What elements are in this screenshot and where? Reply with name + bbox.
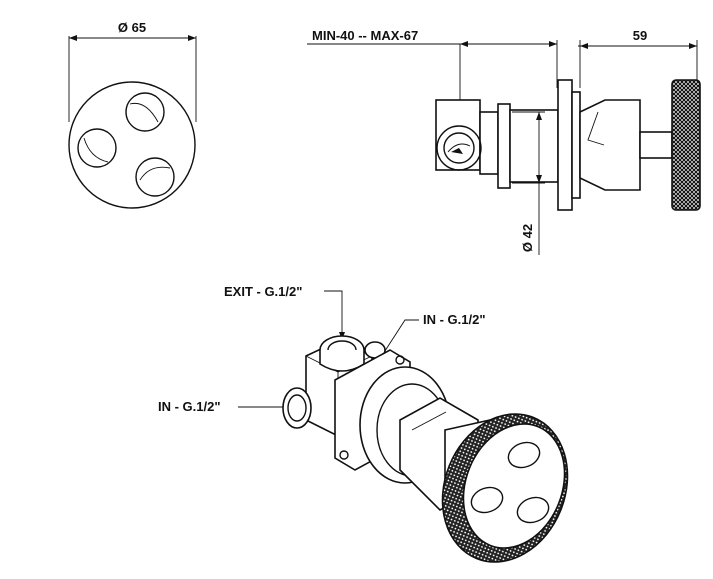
isometric-view: EXIT - G.1/2" IN - G.1/2" IN - G.1/2" [158,284,569,563]
handle-front-circle [68,81,196,209]
in-port-left-label: IN - G.1/2" [158,399,221,414]
in-port-right-label: IN - G.1/2" [423,312,486,327]
side-view: MIN-40 -- MAX-67 59 Ø 42 [307,28,701,255]
diameter-42-label: Ø 42 [520,224,535,252]
knurled-knob-side [671,79,701,211]
handle-holes [77,92,175,197]
exit-port-label: EXIT - G.1/2" [224,284,302,299]
depth-59-label: 59 [633,28,647,43]
handle-iso-holes [470,441,550,524]
min-max-label: MIN-40 -- MAX-67 [312,28,418,43]
diameter-65-label: Ø 65 [118,20,146,35]
front-view: Ø 65 [68,20,197,209]
